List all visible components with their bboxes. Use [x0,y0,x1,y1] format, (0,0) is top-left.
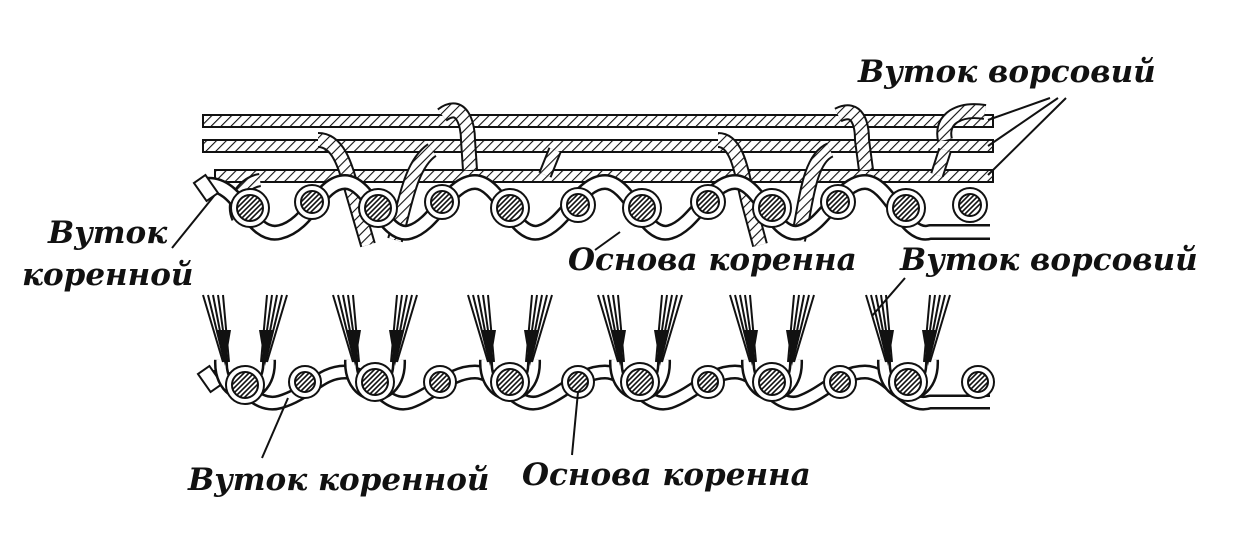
pile-weft-band-2 [202,139,994,153]
ground-weft-circle-top-3 [358,188,398,228]
ground-weft-circle-bottom-1 [225,365,265,405]
ground-weft-circle-bottom-7 [620,362,660,402]
leader-lines-bottom [261,277,906,459]
ground-weft-circles-bottom [225,362,995,405]
ground-weft-circle-bottom-6 [561,365,595,399]
label-pile-weft-right: Вуток ворсовий [899,242,1198,278]
label-ground-weft-left-line2: коренной [22,257,193,293]
ground-weft-circle-top-6 [560,187,596,223]
pile-weft-band-1 [202,114,994,128]
ground-weft-circle-bottom-2 [288,365,322,399]
ground-weft-circle-top-11 [886,188,926,228]
ground-weft-circle-top-10 [820,184,856,220]
uncut-fabric-section [171,97,1067,251]
ground-weft-circle-top-4 [424,184,460,220]
ground-weft-circle-bottom-4 [423,365,457,399]
leader-lines-top [171,97,1067,251]
ground-weft-circle-bottom-8 [691,365,725,399]
ground-weft-circle-bottom-11 [888,362,928,402]
cut-pile-fabric-section [196,277,995,459]
label-ground-warp-top: Основа коренна [568,242,857,278]
ground-weft-circles-top [230,184,988,228]
ground-weft-circle-top-5 [490,188,530,228]
ground-weft-circle-top-2 [294,184,330,220]
ground-warp-bottom [208,364,990,411]
label-ground-weft-left-line1: Вуток [47,215,168,251]
ground-weft-circle-top-9 [752,188,792,228]
label-ground-weft-bottom: Вуток коренной [187,462,489,498]
label-ground-warp-bottom: Основа коренна [522,457,811,493]
ground-weft-circle-bottom-12 [961,365,995,399]
ground-weft-circle-bottom-9 [752,362,792,402]
ground-weft-circle-bottom-5 [490,362,530,402]
ground-weft-circle-bottom-10 [823,365,857,399]
ground-weft-circle-bottom-3 [355,362,395,402]
ground-weft-circle-top-7 [622,188,662,228]
ground-weft-circle-top-8 [690,184,726,220]
label-pile-weft-top: Вуток ворсовий [857,54,1156,90]
ground-weft-circle-top-1 [230,188,270,228]
ground-weft-circle-top-12 [952,187,988,223]
